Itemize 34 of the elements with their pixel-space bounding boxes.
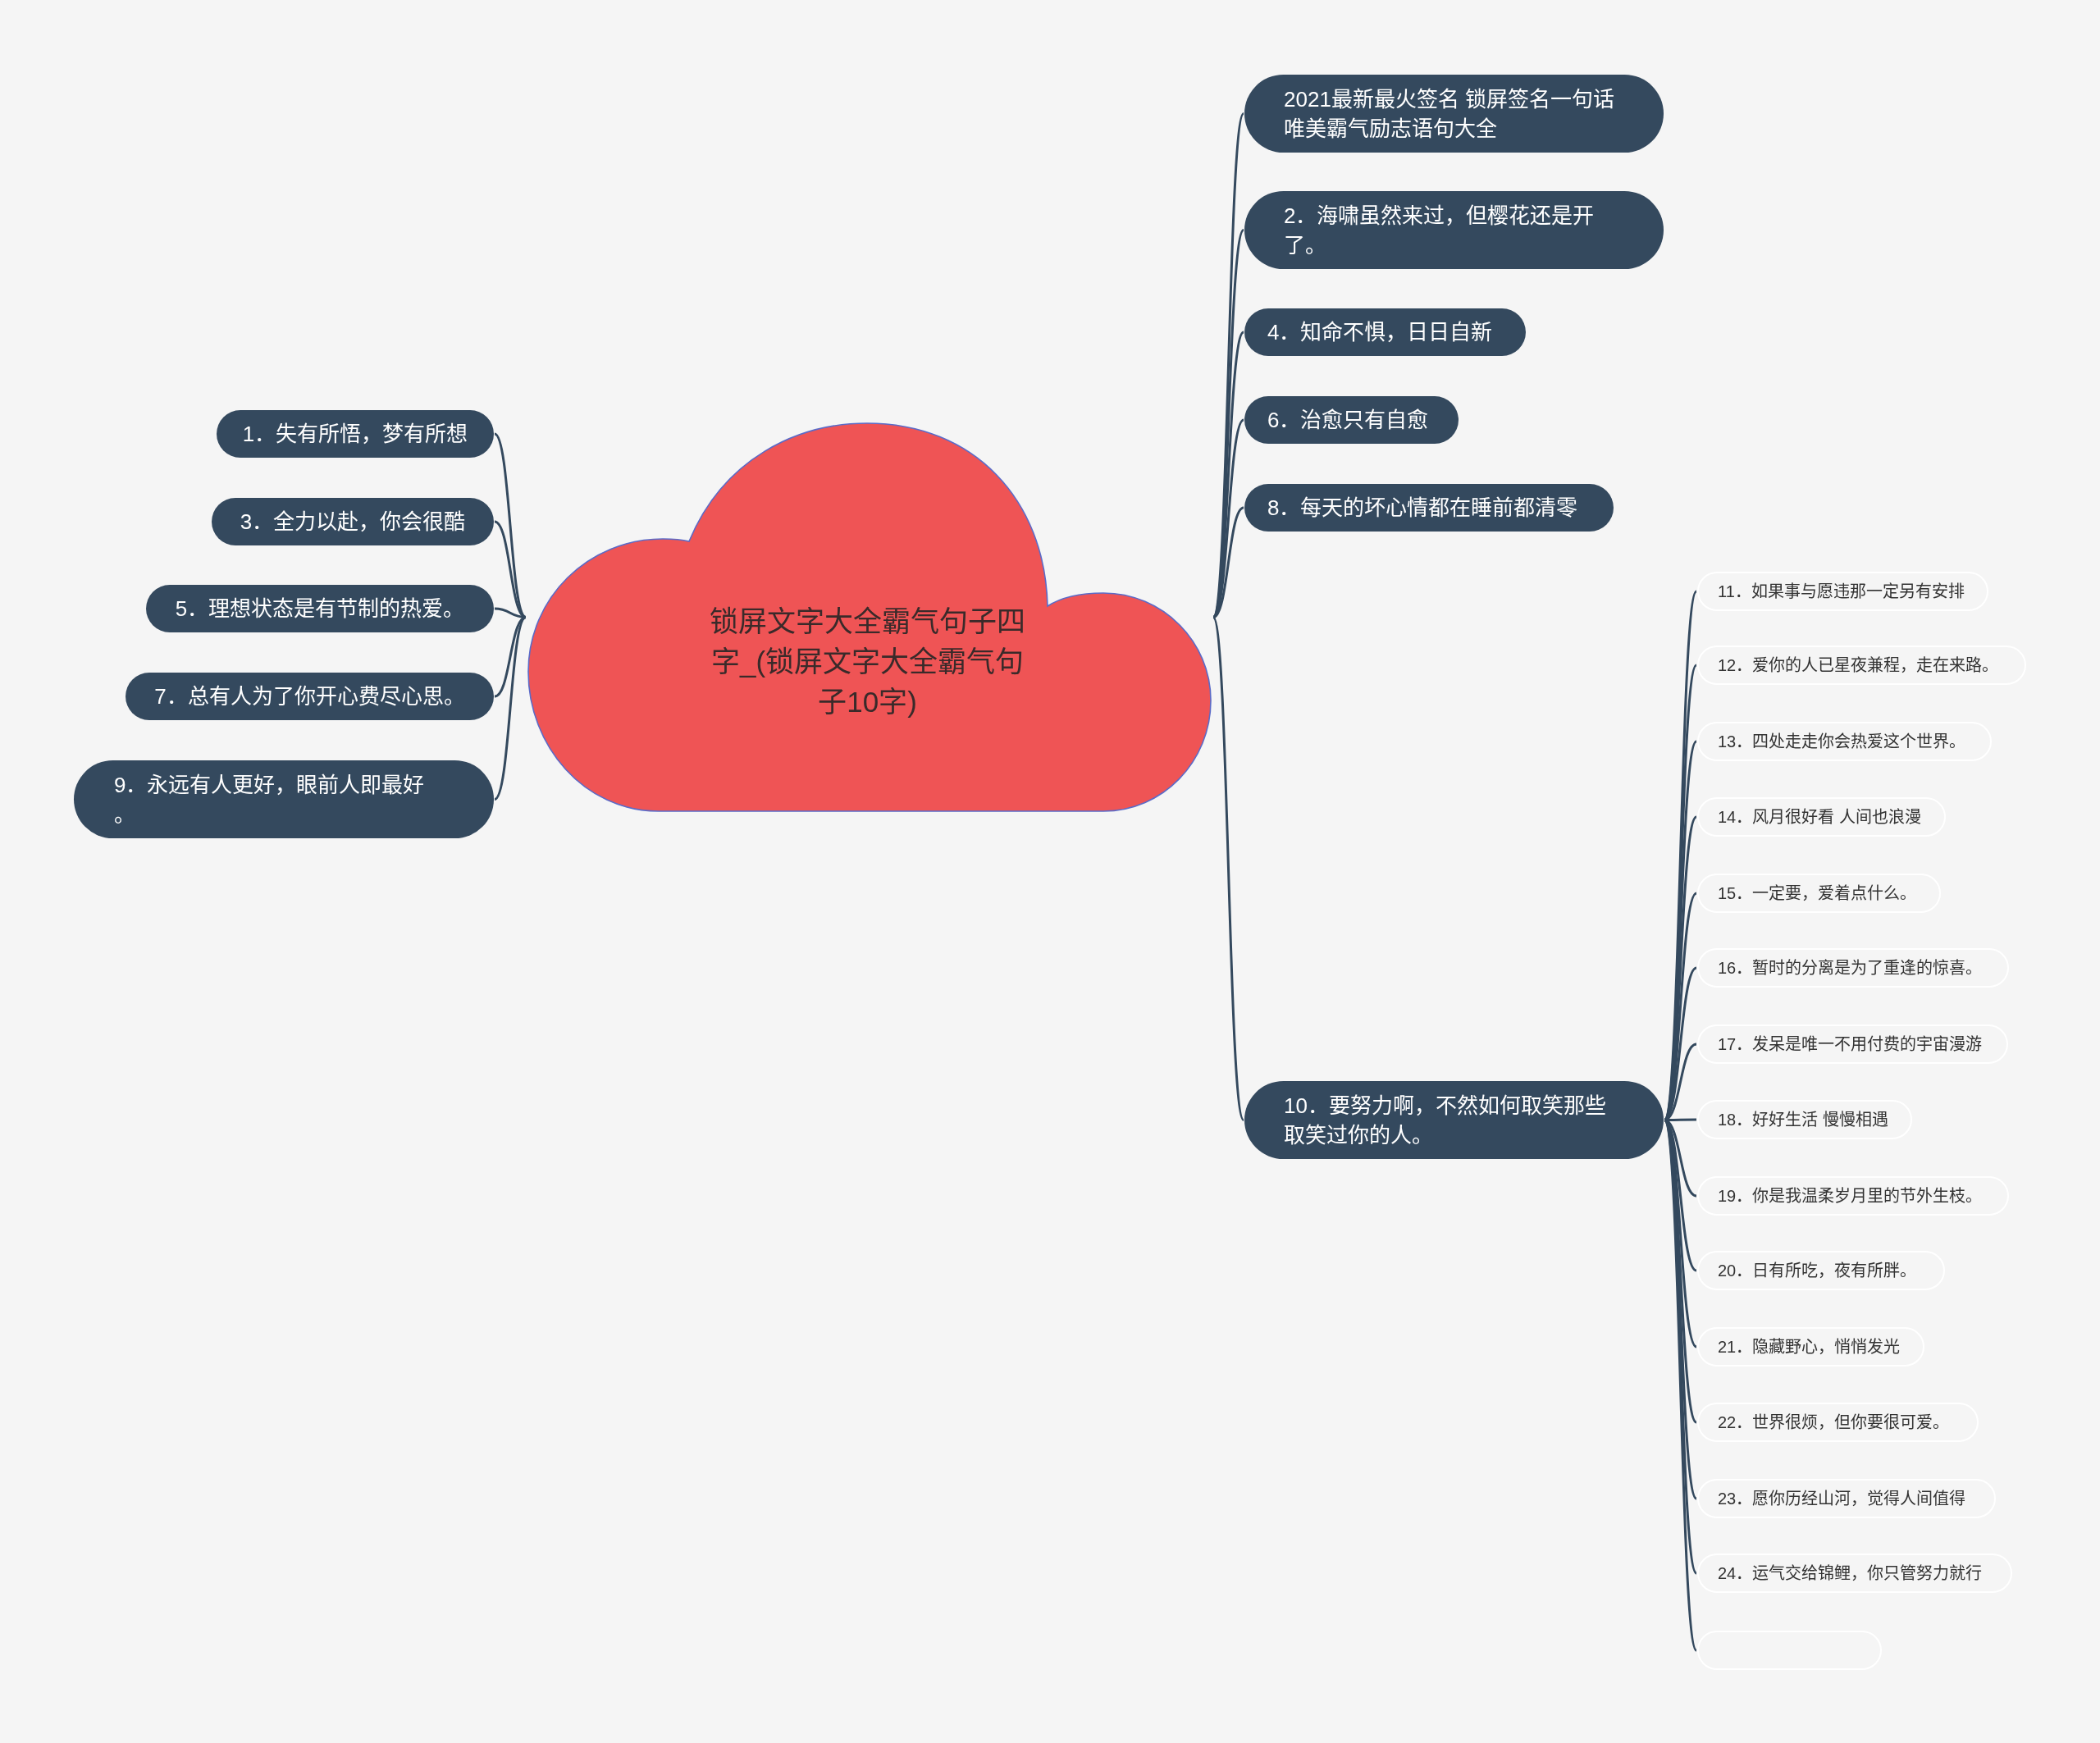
topic-box: 3．全力以赴，你会很酷 bbox=[212, 498, 494, 545]
subtopic-box: 24．运气交给锦鲤，你只管努力就行 bbox=[1697, 1554, 2012, 1593]
connector-line bbox=[1663, 1119, 1698, 1423]
topic-box: 9．永远有人更好，眼前人即最好。 bbox=[74, 760, 494, 838]
topic-box: 10．要努力啊，不然如何取笑那些取笑过你的人。 bbox=[1244, 1081, 1664, 1159]
subtopic-box: 21．隐藏野心，悄悄发光 bbox=[1697, 1327, 1924, 1367]
topic-box: 4．知命不惧，日日自新 bbox=[1244, 308, 1526, 356]
topic-box: 2．海啸虽然来过，但樱花还是开了。 bbox=[1244, 191, 1664, 269]
subtopic-box: 22．世界很烦，但你要很可爱。 bbox=[1697, 1403, 1979, 1442]
connector-line bbox=[493, 616, 527, 801]
connector-line bbox=[493, 432, 527, 618]
subtopic-box: 14．风月很好看 人间也浪漫 bbox=[1697, 797, 1946, 837]
topic-box: 7．总有人为了你开心费尽心思。 bbox=[126, 673, 494, 720]
topic-box: 2021最新最火签名 锁屏签名一句话唯美霸气励志语句大全 bbox=[1244, 75, 1664, 153]
subtopic-box: 17．发呆是唯一不用付费的宇宙漫游 bbox=[1697, 1024, 2008, 1064]
topic-box: 1．失有所悟，梦有所想 bbox=[217, 410, 494, 458]
subtopic-box: 12．爱你的人已星夜兼程，走在来路。 bbox=[1697, 646, 2026, 685]
subtopic-box: 15．一定要，爱着点什么。 bbox=[1697, 874, 1941, 913]
topic-box: 8．每天的坏心情都在睡前都清零 bbox=[1244, 484, 1614, 532]
connector-line bbox=[494, 616, 527, 698]
empty-box bbox=[1697, 1631, 1882, 1670]
connector-line bbox=[1212, 617, 1245, 1120]
connector-line bbox=[494, 520, 527, 618]
subtopic-box: 23．愿你历经山河，觉得人间值得 bbox=[1697, 1479, 1996, 1518]
topic-box: 5．理想状态是有节制的热爱。 bbox=[146, 585, 494, 632]
subtopic-box: 19．你是我温柔岁月里的节外生枝。 bbox=[1697, 1176, 2009, 1216]
connector-line bbox=[1212, 506, 1244, 618]
topic-cloud: 锁屏文字大全霸气句子四字_(锁屏文字大全霸气句子10字) bbox=[527, 422, 1212, 813]
subtopic-box: 13．四处走走你会热爱这个世界。 bbox=[1697, 722, 1992, 761]
subtopic-box: 11．如果事与愿违那一定另有安排 bbox=[1697, 572, 1988, 611]
topic-box: 6．治愈只有自愈 bbox=[1244, 396, 1459, 444]
subtopic-box: 20．日有所吃，夜有所胖。 bbox=[1697, 1251, 1945, 1290]
subtopic-box: 16．暂时的分离是为了重逢的惊喜。 bbox=[1697, 948, 2009, 988]
subtopic-box: 18．好好生活 慢慢相遇 bbox=[1697, 1100, 1912, 1139]
